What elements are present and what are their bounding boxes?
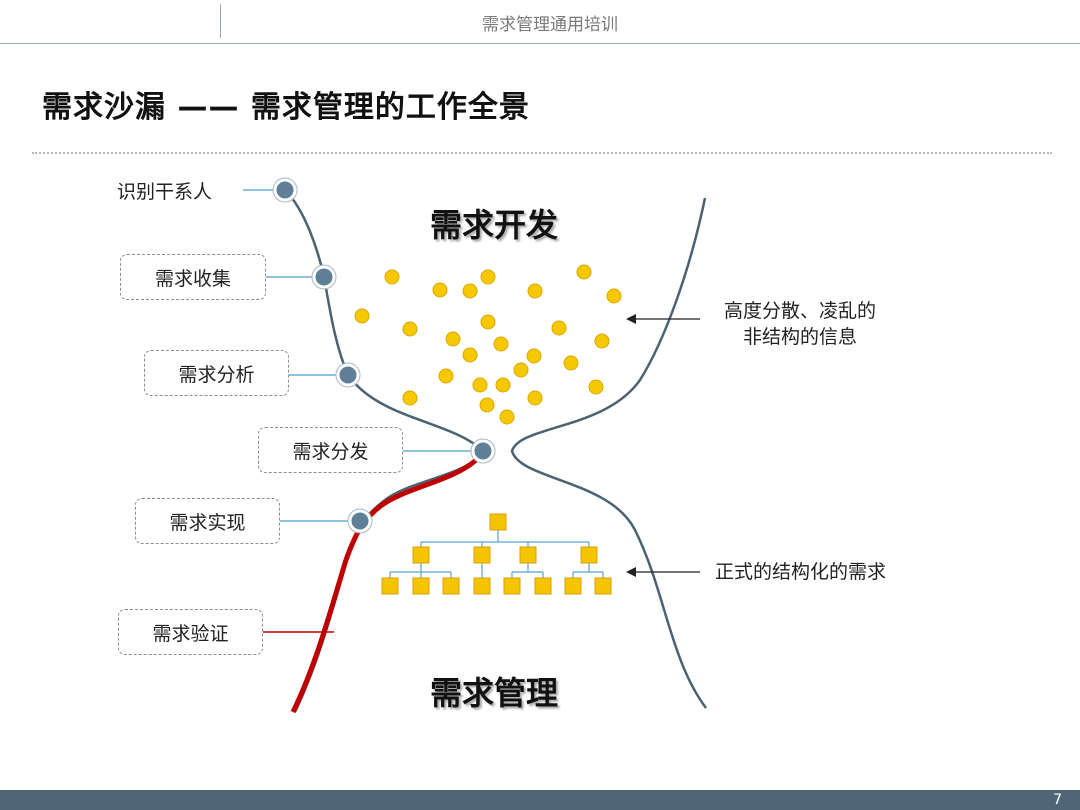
info-dot [432,282,448,298]
arrow-to-unstructured [626,314,700,324]
tree-node [473,546,491,564]
stage-node [470,438,496,464]
info-dot [479,397,495,413]
structured-tree-nodes [381,513,612,595]
info-dot [402,321,418,337]
arrow-to-structured [626,567,700,577]
tree-node [519,546,537,564]
info-dot [499,409,515,425]
info-dot [588,379,604,395]
footer-bar: 7 [0,790,1080,810]
header-bar: 需求管理通用培训 [0,0,1080,44]
tree-node [594,577,612,595]
info-dot [462,347,478,363]
info-dot [563,355,579,371]
info-dot [526,348,542,364]
tree-node [412,546,430,564]
tree-node [412,577,430,595]
stage-box-verification: 需求验证 [118,609,263,655]
info-dot [354,308,370,324]
info-dot [402,390,418,406]
tree-node [503,577,521,595]
info-dot [438,368,454,384]
info-dot [445,331,461,347]
tree-node [442,577,460,595]
hourglass-diagram [243,177,708,714]
tree-node [473,577,491,595]
slide-title: 需求沙漏 —— 需求管理的工作全景 [42,90,530,125]
unstructured-dots [354,264,622,425]
annotation-structured: 正式的结构化的需求 [715,561,887,583]
section-label-development: 需求开发 [430,206,559,244]
info-dot [462,283,478,299]
info-dot [551,320,567,336]
section-label-management: 需求管理 [430,674,559,712]
info-dot [513,362,529,378]
info-dot [480,269,496,285]
annotation-unstructured: 高度分散、凌乱的 非结构的信息 [712,298,888,350]
tree-node [580,546,598,564]
tree-node [564,577,582,595]
annotation-unstructured-line1: 高度分散、凌乱的 [723,300,876,322]
stage-node [311,264,337,290]
stage-box-collection: 需求收集 [120,254,266,300]
info-dot [594,333,610,349]
info-dot [527,283,543,299]
info-dot [480,314,496,330]
stage-box-distribution: 需求分发 [258,427,403,473]
tree-node [534,577,552,595]
hourglass-right-curve [510,197,708,709]
info-dot [527,390,543,406]
stage-node [272,177,298,203]
stage-label-identify-stakeholders: 识别干系人 [117,181,213,203]
annotation-unstructured-line2: 非结构的信息 [742,326,857,348]
info-dot [576,264,592,280]
info-dot [606,288,622,304]
tree-node [489,513,507,531]
info-dot [493,336,509,352]
info-dot [384,269,400,285]
stage-box-analysis: 需求分析 [144,350,289,396]
dotted-divider [32,152,1052,154]
header-divider [220,4,221,38]
header-title: 需求管理通用培训 [482,15,618,35]
header-line [0,43,1080,44]
page-number: 7 [1053,792,1062,808]
stage-box-implementation: 需求实现 [135,498,280,544]
info-dot [472,377,488,393]
stage-node [347,508,373,534]
stage-node [335,362,361,388]
tree-node [381,577,399,595]
info-dot [495,377,511,393]
